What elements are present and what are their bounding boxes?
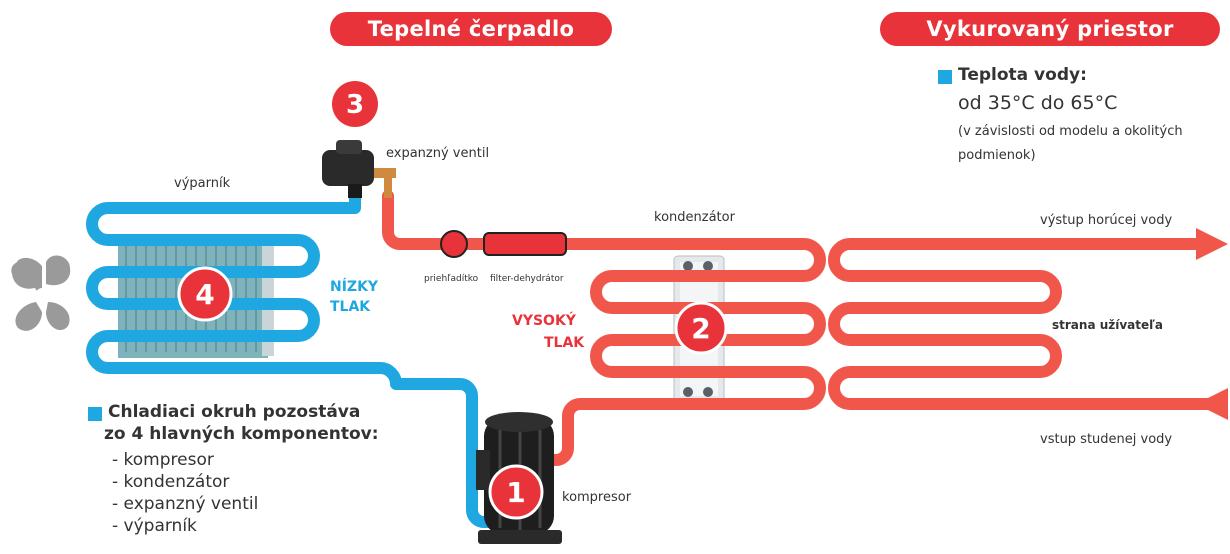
badge-2-text: 2 bbox=[691, 312, 710, 345]
low-pressure-label-2: TLAK bbox=[330, 299, 371, 315]
fan-icon bbox=[11, 255, 71, 331]
badge-1-text: 1 bbox=[506, 476, 525, 509]
badge-3-text: 3 bbox=[346, 90, 364, 120]
low-pressure-pipe bbox=[86, 190, 500, 528]
heated-space-header: Vykurovaný priestor bbox=[880, 12, 1220, 46]
components-bullet-icon bbox=[88, 407, 102, 421]
component-item: - výparník bbox=[112, 516, 197, 536]
cold-water-in-arrow-icon bbox=[1196, 388, 1228, 420]
water-temp-range: od 35°C do 65°C bbox=[958, 92, 1118, 114]
badge-2 bbox=[674, 301, 728, 355]
expansion-valve-icon bbox=[322, 140, 396, 198]
sight-glass-icon bbox=[440, 230, 468, 258]
water-temp-bullet-icon bbox=[938, 70, 952, 84]
badge-1 bbox=[488, 464, 544, 520]
cold-water-in-label: vstup studenej vody bbox=[1040, 432, 1173, 447]
filter-dryer-icon bbox=[483, 232, 567, 256]
badge-3 bbox=[332, 81, 378, 127]
high-pressure-label-1: VYSOKÝ bbox=[512, 313, 576, 329]
hot-water-out-arrow-icon bbox=[1196, 228, 1228, 260]
high-pressure-label-2: TLAK bbox=[544, 335, 585, 351]
badge-4-text: 4 bbox=[195, 278, 214, 311]
water-temp-note-2: podmienok) bbox=[958, 148, 1036, 163]
expansion-valve-label: expanzný ventil bbox=[386, 146, 490, 161]
low-pressure-label-1: NÍZKY bbox=[330, 279, 379, 295]
badge-4 bbox=[177, 266, 233, 322]
component-item: - kompresor bbox=[112, 450, 214, 470]
sight-glass-label: priehľadítko bbox=[424, 274, 479, 284]
components-title-1: Chladiaci okruh pozostáva bbox=[108, 402, 361, 422]
water-temp-note-1: (v závislosti od modelu a okolitých bbox=[958, 124, 1183, 139]
component-item: - expanzný ventil bbox=[112, 494, 259, 514]
filter-dryer-label: filter-dehydrátor bbox=[490, 274, 564, 284]
compressor-label: kompresor bbox=[562, 490, 632, 505]
heat-pump-header: Tepelné čerpadlo bbox=[330, 12, 612, 46]
components-title-2: zo 4 hlavných komponentov: bbox=[104, 424, 379, 444]
evaporator-label: výparník bbox=[174, 176, 231, 191]
user-side-label: strana užívateľa bbox=[1052, 318, 1163, 332]
hot-water-out-label: výstup horúcej vody bbox=[1040, 213, 1173, 228]
high-pressure-pipe bbox=[382, 190, 1216, 466]
component-item: - kondenzátor bbox=[112, 472, 230, 492]
condenser-label: kondenzátor bbox=[654, 210, 735, 225]
water-temp-title: Teplota vody: bbox=[958, 65, 1087, 85]
